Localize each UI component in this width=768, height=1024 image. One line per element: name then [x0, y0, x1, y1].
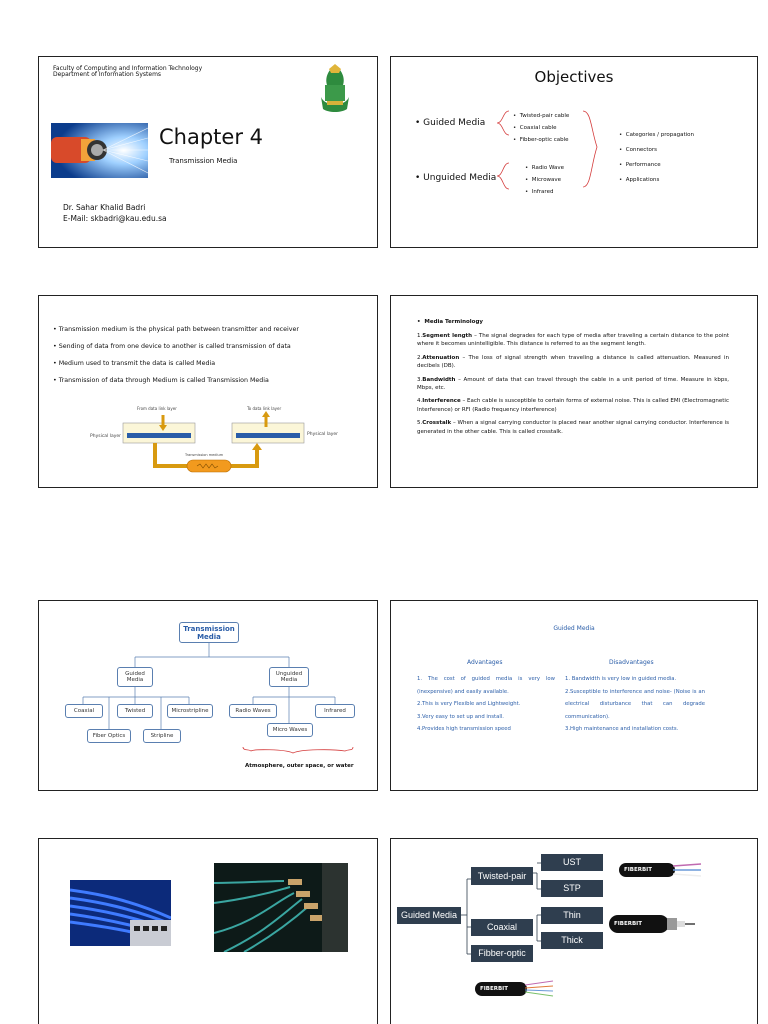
guided-item: • Coaxial cable [513, 125, 557, 131]
author-name: Dr. Sahar Khalid Badri [63, 203, 146, 212]
physical-layer-left: Physical layer [90, 434, 122, 439]
topic-item: • Performance [619, 162, 661, 168]
term-item: 5.Crosstalk – When a signal carrying con… [417, 420, 729, 435]
slide-media-tree: Transmission Media Guided Media Unguided… [38, 600, 378, 791]
tree-leaf-coaxial: Coaxial [65, 704, 103, 718]
unguided-item: • Microwave [525, 177, 562, 183]
twisted-wire-ends [673, 863, 702, 877]
tree-leaf-fiber: Fiber Optics [87, 729, 131, 743]
term-item: 1.Segment length – The signal degrades f… [417, 333, 729, 348]
unguided-item: • Radio Wave [525, 165, 565, 171]
node-twisted-pair: Twisted-pair [471, 867, 533, 885]
unguided-media-label: • Unguided Media [415, 173, 497, 183]
tree-leaf-twisted: Twisted [117, 704, 153, 718]
disadvantage-item: 1. Bandwidth is very low in guided media… [565, 676, 677, 682]
tree-leaf-microstripline: Microstripline [167, 704, 213, 718]
topic-item: • Connectors [619, 147, 657, 153]
node-utp: UST [541, 854, 603, 871]
slide-objectives: Objectives • Guided Media • Unguided Med… [390, 56, 758, 248]
fiber-cable-image: FIBERBIT [475, 982, 527, 996]
physical-layer-right: Physical layer [307, 432, 339, 437]
tree-guided: Guided Media [117, 667, 153, 687]
slide-transmission-medium: • Transmission medium is the physical pa… [38, 295, 378, 488]
objectives-braces [496, 110, 598, 190]
guided-media-label: • Guided Media [415, 118, 486, 128]
types-connectors [461, 862, 541, 955]
node-thin: Thin [541, 907, 603, 924]
bullet-item: • Transmission of data through Medium is… [53, 377, 269, 384]
from-layer-label: From data link layer [137, 406, 177, 411]
disadvantage-item: 3.High maintenance and installation cost… [565, 726, 679, 732]
slide-media-terminology: • Media Terminology 1.Segment length – T… [390, 295, 758, 488]
node-stp: STP [541, 880, 603, 897]
tree-caption: Atmosphere, outer space, or water [245, 763, 354, 769]
chapter-subtitle: Transmission Media [169, 157, 238, 165]
node-coaxial: Coaxial [471, 919, 533, 936]
definition-bullets: • Transmission medium is the physical pa… [53, 321, 299, 389]
advantages-title: Advantages [467, 659, 503, 666]
terminology-list: 1.Segment length – The signal degrades f… [417, 332, 729, 441]
advantage-item: 2.This is very Flexible and Lightweight. [417, 701, 521, 707]
advantage-item: 3.Very easy to set up and install. [417, 713, 504, 720]
fiber-strand-ends [525, 980, 554, 997]
term-item: 4.Interference – Each cable is susceptib… [417, 398, 729, 413]
tree-connectors [82, 643, 354, 754]
tree-leaf-radio: Radio Waves [229, 704, 277, 718]
advantages-list: 1. The cost of guided media is very low … [417, 673, 555, 736]
node-thick: Thick [541, 932, 603, 949]
objectives-title: Objectives [534, 68, 614, 86]
terminology-heading: • Media Terminology [417, 319, 483, 325]
unguided-item: • Infrared [525, 189, 554, 195]
slide-guided-pros-cons: Guided Media Advantages Disadvantages 1.… [390, 600, 758, 791]
guided-list: • Twisted-pair cable • Coaxial cable • F… [513, 110, 569, 146]
disadvantages-list: 1. Bandwidth is very low in guided media… [565, 673, 705, 736]
node-fiber-optic: Fibber-optic [471, 945, 533, 962]
tree-leaf-stripline: Stripline [143, 729, 181, 743]
disadvantage-item: 2.Susceptible to interference and noise-… [565, 688, 705, 720]
guided-item: • Twisted-pair cable [513, 113, 570, 119]
disadvantages-title: Disadvantages [609, 659, 654, 666]
faculty-text: Faculty of Computing and Information Tec… [53, 65, 203, 72]
fiber-cable-image [51, 123, 149, 178]
chapter-title: Chapter 4 [159, 125, 263, 149]
topic-item: • Applications [619, 177, 660, 183]
node-guided-media: Guided Media [397, 907, 461, 924]
topics-list: • Categories / propagation • Connectors … [619, 128, 694, 188]
tree-unguided: Unguided Media [269, 667, 309, 687]
guided-item: • Fibber-optic cable [513, 137, 569, 143]
term-item: 2.Attenuation – The loss of signal stren… [417, 354, 729, 370]
coaxial-core-end [667, 918, 695, 930]
bullet-item: • Sending of data from one device to ano… [53, 343, 291, 350]
medium-label: Transmission medium [185, 453, 224, 457]
author-email: E-Mail: skbadri@kau.edu.sa [63, 214, 167, 223]
tree-root: Transmission Media [179, 622, 239, 643]
unguided-list: • Radio Wave • Microwave • Infrared [525, 162, 564, 198]
bullet-item: • Transmission medium is the physical pa… [53, 326, 299, 333]
blue-cables-photo [69, 880, 172, 946]
transmission-diagram [122, 411, 305, 473]
advantage-item: 1. The cost of guided media is very low … [417, 676, 555, 695]
department-text: Department of Information Systems [53, 71, 162, 78]
to-layer-label: To data link layer [247, 406, 282, 411]
slide-title: Faculty of Computing and Information Tec… [38, 56, 378, 248]
tree-leaf-microwaves: Micro Waves [267, 723, 313, 737]
tree-leaf-infrared: Infrared [315, 704, 355, 718]
pros-cons-title: Guided Media [553, 625, 595, 632]
slide-cable-photos [38, 838, 378, 1024]
slide-guided-types: Guided Media Twisted-pair Coaxial Fibber… [390, 838, 758, 1024]
coaxial-cable-image: FIBERBIT [609, 915, 669, 933]
topic-item: • Categories / propagation [619, 132, 695, 138]
term-item: 3.Bandwidth – Amount of data that can tr… [417, 376, 729, 392]
advantage-item: 4.Provides high transmission speed [417, 726, 511, 732]
university-logo [315, 63, 355, 115]
bullet-item: • Medium used to transmit the data is ca… [53, 360, 216, 367]
network-switch-photo [213, 863, 348, 953]
twisted-cable-image: FIBERBIT [619, 863, 675, 877]
